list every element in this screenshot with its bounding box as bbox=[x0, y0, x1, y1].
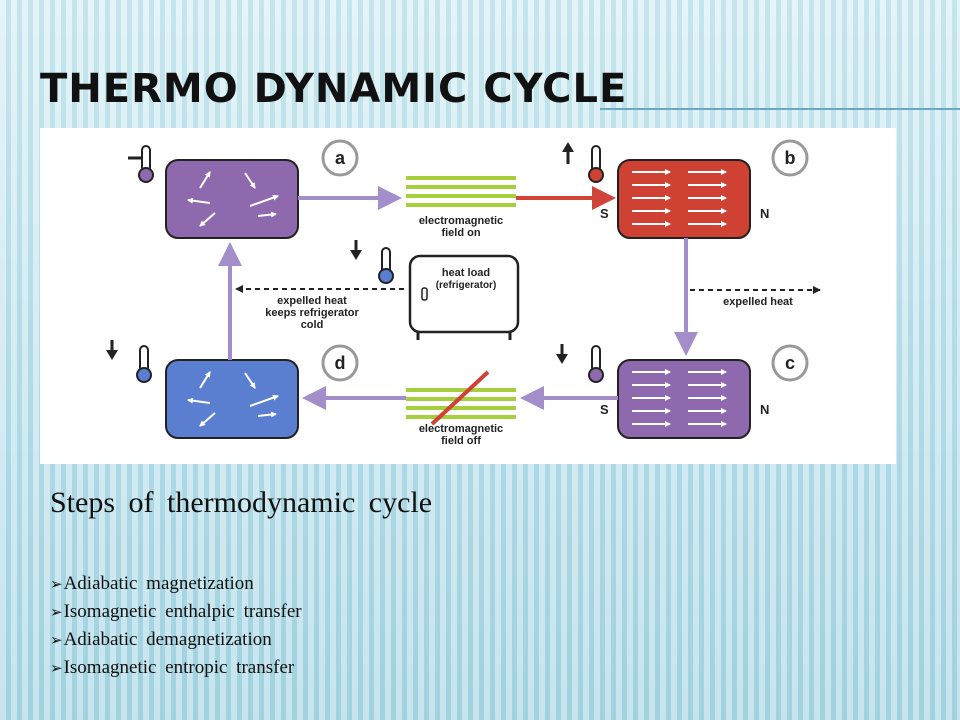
pole-s-label-c: S bbox=[600, 402, 609, 417]
stage-b-material-block bbox=[617, 159, 751, 239]
list-item: ➢Adiabatic demagnetization bbox=[50, 629, 272, 650]
arrowhead-bullet-icon: ➢ bbox=[50, 659, 63, 677]
cold-thermometer-icon bbox=[106, 340, 152, 383]
expelled-heat-left-line2: keeps refrigerator bbox=[265, 307, 359, 319]
magnetic-refrigeration-cycle-diagram: a b S N bbox=[40, 128, 896, 464]
arrowhead-bullet-icon: ➢ bbox=[50, 603, 63, 621]
temperature-drop-thermometer-icon bbox=[556, 344, 604, 383]
field-on-label-line1: electromagnetic bbox=[419, 215, 503, 227]
steps-heading: Steps of thermodynamic cycle bbox=[50, 486, 433, 519]
list-item: ➢Isomagnetic entropic transfer bbox=[50, 657, 295, 678]
stage-d-material-block bbox=[165, 359, 299, 439]
thermometer-icon bbox=[128, 145, 154, 183]
electromagnetic-field-off-lines bbox=[406, 370, 516, 426]
stage-d-label: d bbox=[321, 344, 359, 382]
heat-load-label-line2: (refrigerator) bbox=[436, 280, 497, 291]
field-on-label-line2: field on bbox=[441, 227, 480, 239]
svg-text:d: d bbox=[335, 353, 346, 373]
field-off-label-line2: field off bbox=[441, 435, 481, 447]
svg-text:b: b bbox=[785, 148, 796, 168]
title-underline bbox=[600, 108, 960, 110]
refrigerator-icon bbox=[408, 254, 520, 340]
refrigerator-thermometer-icon bbox=[350, 240, 394, 284]
cycle-diagram-svg: a b S N bbox=[106, 139, 821, 447]
pole-s-label-b: S bbox=[600, 206, 609, 221]
list-item: ➢Isomagnetic enthalpic transfer bbox=[50, 601, 302, 622]
expelled-heat-left-line1: expelled heat bbox=[277, 295, 347, 307]
svg-text:a: a bbox=[335, 148, 346, 168]
stage-a-material-block bbox=[165, 159, 299, 239]
temperature-rise-thermometer-icon bbox=[562, 142, 604, 183]
slide-title: Thermo dynamic cycle bbox=[40, 66, 628, 112]
expelled-heat-left-line3: cold bbox=[301, 319, 324, 331]
pole-n-label-b: N bbox=[760, 206, 769, 221]
heat-load-label-line1: heat load bbox=[442, 267, 490, 279]
electromagnetic-field-on-lines bbox=[406, 176, 516, 207]
steps-list: ➢Adiabatic magnetization ➢Isomagnetic en… bbox=[50, 570, 302, 682]
stage-c-label: c bbox=[771, 344, 809, 382]
stage-b-label: b bbox=[771, 139, 809, 177]
svg-text:c: c bbox=[785, 353, 795, 373]
expelled-heat-right-label: expelled heat bbox=[723, 296, 793, 308]
field-off-label-line1: electromagnetic bbox=[419, 423, 503, 435]
arrowhead-bullet-icon: ➢ bbox=[50, 575, 63, 593]
pole-n-label-c: N bbox=[760, 402, 769, 417]
stage-c-material-block bbox=[617, 359, 751, 439]
arrowhead-bullet-icon: ➢ bbox=[50, 631, 63, 649]
list-item: ➢Adiabatic magnetization bbox=[50, 573, 254, 594]
stage-a-label: a bbox=[321, 139, 359, 177]
